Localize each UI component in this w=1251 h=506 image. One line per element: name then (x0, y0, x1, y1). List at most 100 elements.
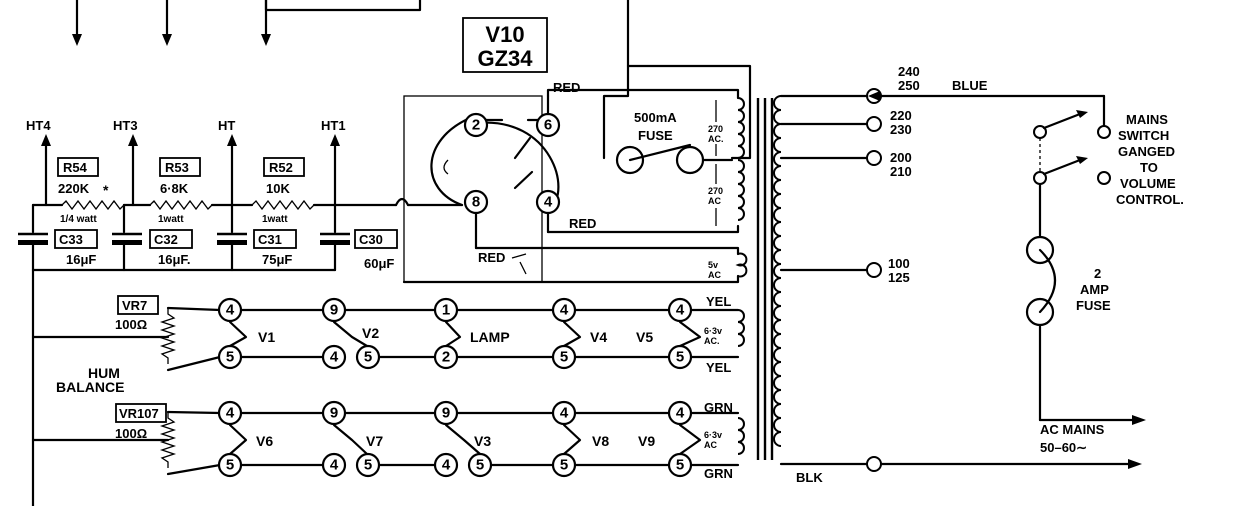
tap-220-230-b: 230 (890, 122, 912, 137)
r53-ref: R53 (165, 160, 189, 175)
yel-lead-bottom: YEL (706, 360, 731, 375)
tap-200-210-b: 210 (890, 164, 912, 179)
c33-ref: C33 (59, 232, 83, 247)
c30-ref: C30 (359, 232, 383, 247)
ht-label: HT (218, 118, 235, 133)
amp-fuse-unit: AMP (1080, 282, 1109, 297)
chain2-pin: 4 (442, 457, 451, 474)
mains-transformer: 270 AC. 270 AC 5v AC 6·3v AC. 6·3v AC YE… (402, 0, 782, 481)
tap-100-125-a: 100 (888, 256, 910, 271)
switch-label-4: TO (1140, 160, 1158, 175)
chain2-pin: 4 (560, 405, 569, 422)
chain1-pin: 4 (226, 302, 235, 319)
top-output-arrows (72, 0, 422, 46)
r53-power: 1watt (158, 214, 184, 225)
yel-lead-top: YEL (706, 294, 731, 309)
blue-lead: BLUE (952, 78, 988, 93)
tap-100-125-b: 125 (888, 270, 910, 285)
chain1-pin: 5 (364, 349, 372, 366)
heater-chain-2: VR107 100Ω 4 9 9 4 4 5 4 5 4 5 5 5 V6 V7 (31, 400, 740, 478)
chain1-pin: 1 (442, 302, 450, 319)
heater1-ac: AC. (704, 336, 720, 346)
chain1-pin: 9 (330, 302, 338, 319)
hv-winding-2-ac: AC (708, 196, 721, 206)
filter-resistors: R54 220K * 1/4 watt R53 6·8K 1watt R52 1… (31, 157, 464, 225)
chain2-pin: 9 (330, 405, 338, 422)
fuse-500-rating: 500mA (634, 110, 677, 125)
ac-mains-label: AC MAINS (1040, 422, 1105, 437)
red-lead-low: RED (478, 250, 505, 265)
valve-v8: V8 (592, 433, 609, 449)
blk-lead: BLK (796, 470, 823, 485)
r52-ref: R52 (269, 160, 293, 175)
grn-lead-top: GRN (704, 400, 733, 415)
chain2-pin: 4 (226, 405, 235, 422)
heater2-ac: AC (704, 440, 717, 450)
r54-ref: R54 (63, 160, 88, 175)
chain2-pin: 5 (676, 457, 684, 474)
switch-label-1: MAINS (1126, 112, 1168, 127)
rectifier-name: V10 (485, 22, 524, 47)
hv-winding-1-ac: AC. (708, 134, 724, 144)
chain2-pin: 5 (364, 457, 372, 474)
chain1-pin: 4 (560, 302, 569, 319)
rect-heater-volts: 5v (708, 260, 718, 270)
fuse-500ma: 500mA FUSE (602, 64, 734, 175)
chain2-pin: 9 (442, 405, 450, 422)
chain2-pin: 4 (676, 405, 685, 422)
rectifier-pin-6: 6 (544, 117, 552, 134)
c30-value: 60μF (364, 256, 394, 271)
rect-heater-ac: AC (708, 270, 721, 280)
rectifier-pin-4: 4 (544, 194, 553, 211)
valve-v2: V2 (362, 325, 379, 341)
tap-240-250-b: 250 (898, 78, 920, 93)
chain2-pin: 5 (476, 457, 484, 474)
tap-240-250-a: 240 (898, 64, 920, 79)
switch-label-6: CONTROL. (1116, 192, 1184, 207)
ht-rails: HT4 HT3 HT HT1 (26, 118, 346, 207)
ht3-label: HT3 (113, 118, 138, 133)
rectifier-pin-2: 2 (472, 117, 480, 134)
rectifier-valve: 2 6 8 4 RED RED RED (403, 80, 596, 283)
r53-value: 6·8K (160, 181, 189, 196)
r54-mark: * (103, 182, 109, 198)
valve-v7: V7 (366, 433, 383, 449)
vr107-ref: VR107 (119, 406, 159, 421)
rectifier-type: GZ34 (477, 46, 533, 71)
primary-taps: 240 250 BLUE 220 230 200 210 100 125 BLK (779, 64, 1142, 485)
switch-label-3: GANGED (1118, 144, 1175, 159)
vr7-value: 100Ω (115, 317, 147, 332)
mains-switch: MAINS SWITCH GANGED TO VOLUME CONTROL. 2… (1025, 94, 1184, 455)
r54-value: 220K (58, 181, 90, 196)
grn-lead-bottom: GRN (704, 466, 733, 481)
valve-v3: V3 (474, 433, 491, 449)
hum-balance-line2: BALANCE (56, 379, 124, 395)
r52-value: 10K (266, 181, 290, 196)
c33-value: 16μF (66, 252, 96, 267)
r54-power: 1/4 watt (60, 214, 97, 225)
ac-mains-freq: 50–60∼ (1040, 440, 1087, 455)
chain1-pin: 4 (676, 302, 685, 319)
hv-winding-1-volts: 270 (708, 124, 723, 134)
chain2-pin: 5 (560, 457, 568, 474)
fuse-500-label: FUSE (638, 128, 673, 143)
chain2-pin: 4 (330, 457, 339, 474)
c31-ref: C31 (258, 232, 282, 247)
switch-label-5: VOLUME (1120, 176, 1176, 191)
r52-power: 1watt (262, 214, 288, 225)
hv-winding-2-volts: 270 (708, 186, 723, 196)
ht4-label: HT4 (26, 118, 51, 133)
valve-lamp: LAMP (470, 329, 510, 345)
heater-chain-1: VR7 100Ω 4 9 1 4 4 5 4 5 2 5 5 V1 V2 LAM… (31, 295, 740, 372)
chain1-pin: 5 (226, 349, 234, 366)
c32-value: 16μF. (158, 252, 191, 267)
red-lead-mid: RED (569, 216, 596, 231)
heater2-volts: 6·3v (704, 430, 722, 440)
amp-fuse-label: FUSE (1076, 298, 1111, 313)
red-lead-top: RED (553, 80, 580, 95)
heater1-volts: 6·3v (704, 326, 722, 336)
rectifier-pin-8: 8 (472, 194, 480, 211)
valve-v9: V9 (638, 433, 655, 449)
valve-v1: V1 (258, 329, 275, 345)
